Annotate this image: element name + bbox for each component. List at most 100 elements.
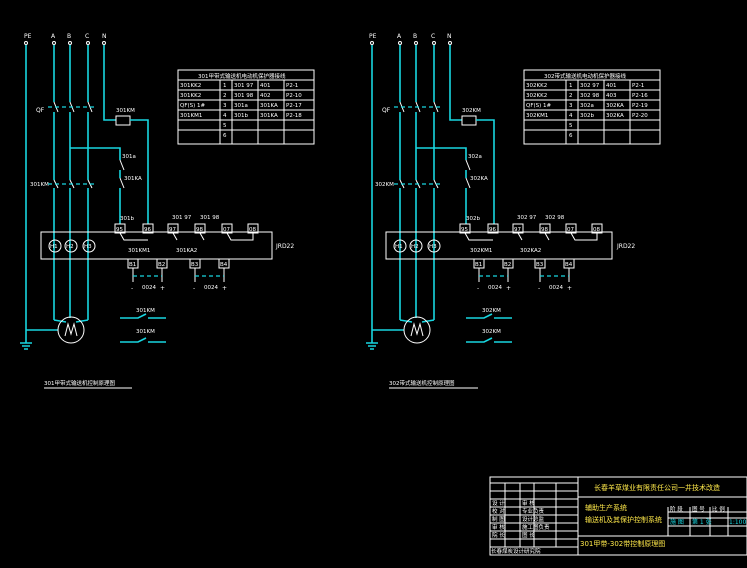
coil-km1-label: 301KM1	[128, 248, 150, 254]
r-contact-b-label: 302b	[466, 216, 480, 222]
n-wire	[103, 45, 116, 121]
bottom-term-b1: B1	[129, 262, 136, 268]
sign-2: +	[160, 285, 165, 292]
bus-label-c: C	[85, 33, 89, 40]
title-block-cell: 审 核	[492, 523, 505, 531]
r-contact-a-switch	[465, 159, 471, 171]
motor-icon	[57, 316, 85, 344]
bus-label-n: N	[102, 33, 107, 40]
aux1-label: 301KM	[136, 308, 155, 314]
r-bus-label-n: N	[447, 33, 452, 40]
r-aux-contact-2	[466, 337, 512, 343]
terminal-97: 97	[169, 227, 176, 233]
sign-1: -	[131, 285, 133, 292]
left-caption: 301甲带式输送机控制原理图	[44, 379, 115, 387]
table-cell: 1	[223, 83, 227, 89]
project-name: 辅助生产系统	[585, 503, 627, 512]
table-cell: 302KA	[606, 103, 624, 109]
table-cell: 301KM1	[180, 113, 202, 119]
r-coil-ka2-label: 302KA2	[520, 248, 541, 254]
qf-label: QF	[36, 107, 45, 114]
table-cell: 301KK2	[180, 83, 201, 89]
r-sign-2: +	[506, 285, 511, 292]
r-terminal-98: 98	[541, 227, 548, 233]
table-cell: P2-10	[286, 93, 302, 99]
r-bus-label-pe: PE	[369, 33, 377, 40]
r-lamp-h3-icon	[427, 239, 441, 253]
dc-label-2: 0024	[204, 285, 218, 291]
terminal-top-2: 301 98	[200, 215, 220, 221]
table-cell: P2-1	[286, 83, 298, 89]
r-control-branch	[416, 147, 467, 160]
contact-a-label: 301a	[122, 154, 136, 160]
table-cell: 302 97	[580, 83, 600, 89]
table-cell: 1	[569, 83, 573, 89]
terminal-95: 95	[116, 227, 123, 233]
title-block-rows: 设 计审 核校 对专业负责制 图设计总监审 核施工图负责院 长图 长	[492, 499, 550, 539]
ka-switch	[119, 177, 125, 189]
table-cell: 301KK2	[180, 93, 201, 99]
table-cell: 401	[606, 83, 617, 89]
right-schematic: PE A B C N QF 302KM 302a 302KA 302b 302K…	[366, 33, 661, 389]
table-cell: 402	[260, 93, 271, 99]
table-cell: P2-19	[632, 103, 648, 109]
lamp-h2: H2	[66, 244, 74, 250]
lamp-h2-icon	[64, 239, 78, 253]
table-cell: QF(S) 1#	[180, 103, 206, 109]
bus-label-a: A	[51, 33, 56, 40]
r-terminal-07: 07	[567, 227, 574, 233]
table-cell: P2-1	[632, 83, 644, 89]
table-cell: 5	[223, 123, 227, 129]
table-cell: P2-20	[632, 113, 648, 119]
r-lamp-h1-icon	[393, 239, 407, 253]
table-cell: 302KK2	[526, 93, 547, 99]
bus-label-pe: PE	[24, 33, 32, 40]
table-cell: 401	[260, 83, 271, 89]
title-block-cell: 设 计	[492, 499, 505, 507]
contact-a-switch	[119, 159, 125, 171]
sign-4: +	[222, 285, 227, 292]
table-cell: 301 98	[234, 93, 254, 99]
r-bus-label-c: C	[431, 33, 435, 40]
r-sign-4: +	[567, 285, 572, 292]
relay-box	[40, 231, 273, 260]
motor-leads	[26, 319, 89, 331]
terminal-08: 08	[249, 227, 256, 233]
r-lamp-h2: H2	[411, 244, 419, 250]
table-cell: QF(S) 1#	[526, 103, 552, 109]
table-cell: 403	[606, 93, 617, 99]
r-terminal-97: 97	[514, 227, 521, 233]
r-relay-box	[385, 231, 613, 260]
table-cell: 6	[569, 133, 573, 139]
meta-label-scale: 比 例	[712, 505, 725, 513]
lamp-h1-icon	[48, 239, 62, 253]
r-terminal-top-2: 302 98	[545, 215, 565, 221]
phase-wires-mid	[53, 112, 89, 180]
table-cell: 2	[569, 93, 573, 99]
table-cell: 6	[223, 133, 227, 139]
r-qf-label: QF	[382, 107, 391, 114]
r-aux-contact-1	[466, 313, 512, 319]
table-cell: 302KA	[606, 113, 624, 119]
table-cell: 301b	[234, 113, 248, 119]
r-motor-glyph	[410, 322, 424, 337]
r-km-coil-label: 302KM	[462, 108, 481, 114]
r-motor-icon	[403, 316, 431, 344]
km-coil	[115, 115, 131, 126]
r-bottom-term-b3: B3	[536, 262, 544, 268]
table-cell: P2-17	[286, 103, 302, 109]
table-cell: 301KA	[260, 113, 278, 119]
table-cell: 302KM1	[526, 113, 548, 119]
drawing-name: 输送机及其保护控制系统	[585, 515, 662, 524]
bottom-term-b3: B3	[191, 262, 199, 268]
title-block-cell: 设计总监	[522, 515, 545, 523]
dc-label-1: 0024	[142, 285, 156, 291]
r-terminal-top-1: 302 97	[517, 215, 537, 221]
bottom-term-b2: B2	[158, 262, 165, 268]
terminal-96: 96	[144, 227, 151, 233]
r-bus-label-b: B	[413, 33, 417, 40]
